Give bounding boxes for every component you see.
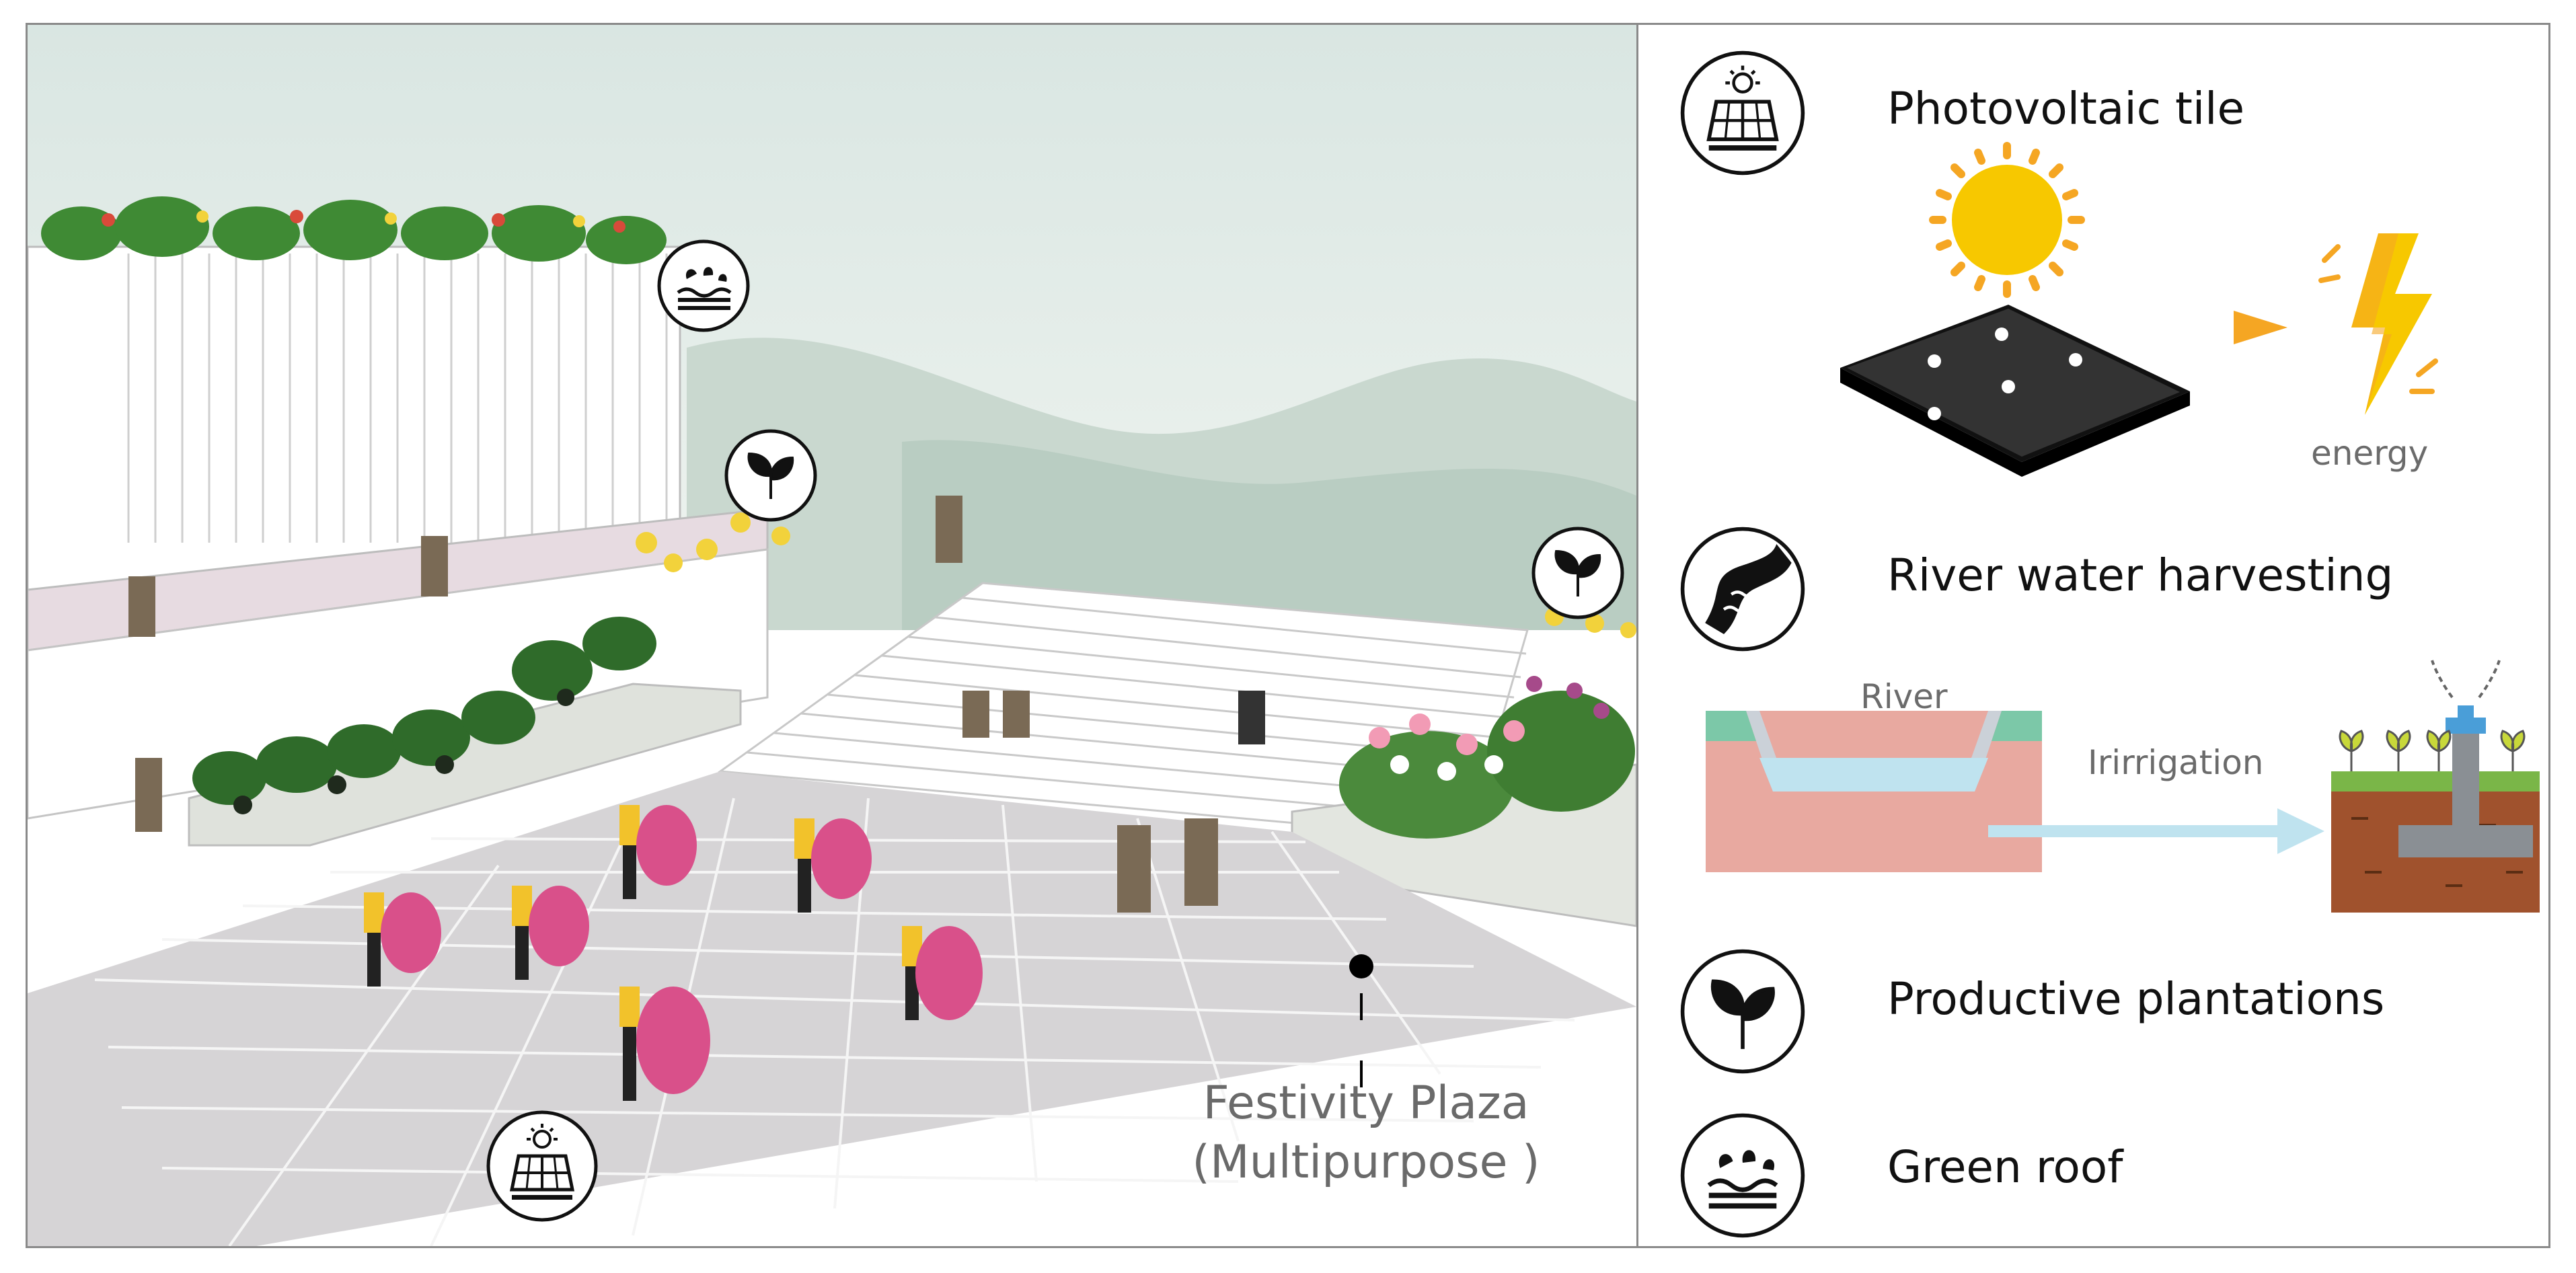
plaza-label-line2: (Multipurpose ): [1192, 1136, 1540, 1189]
plaza-illustration: [28, 25, 1636, 1246]
planter-plants: [192, 617, 656, 805]
river-label: River: [1860, 677, 1948, 716]
irrigation-arrow: [1988, 808, 2324, 854]
photovoltaic-diagram: [1840, 142, 2438, 477]
river-irrigation-diagram: [1706, 660, 2540, 913]
plaza-marker-dot: [1349, 954, 1373, 978]
infographic-frame: Festivity Plaza (Multipurpose ) Photovol…: [26, 23, 2550, 1248]
facade-slats: [127, 254, 668, 543]
right-flowers: [1339, 607, 1636, 839]
plaza-floor: [28, 771, 1636, 1246]
solar-panel-icon: [486, 1110, 598, 1222]
plaza-scene: Festivity Plaza (Multipurpose ): [28, 25, 1636, 1246]
sprout-icon: [1680, 949, 1805, 1074]
legend-label-plantations: Productive plantations: [1887, 973, 2385, 1025]
irrigation-label: Irirrigation: [2088, 743, 2264, 782]
sun-icon: [1929, 142, 2085, 298]
dancers: [364, 805, 983, 1101]
river-icon: [1680, 527, 1805, 652]
energy-label: energy: [2311, 434, 2429, 473]
people: [128, 496, 1218, 913]
green-roof-icon: [1680, 1113, 1805, 1238]
panel-divider: [1636, 25, 1638, 1246]
sprout-icon: [1531, 527, 1624, 619]
photovoltaic-tile: [1840, 305, 2190, 477]
solar-panel-icon: [1680, 50, 1805, 176]
sprout-icon: [724, 429, 817, 522]
legend-label-photovoltaic: Photovoltaic tile: [1887, 83, 2245, 134]
legend-label-river: River water harvesting: [1887, 549, 2394, 601]
legend-label-green-roof: Green roof: [1887, 1141, 2123, 1193]
yellow-flowers: [636, 512, 790, 572]
plaza-label-line1: Festivity Plaza: [1203, 1077, 1529, 1130]
green-roof-icon: [657, 239, 750, 332]
lightning-icon: [2318, 233, 2438, 415]
irrigated-field: [2331, 660, 2540, 913]
planter-terrace: [188, 683, 742, 847]
legend-panel: Photovoltaic tile: [1638, 25, 2548, 1246]
river-section: [1706, 711, 2042, 872]
plaza-label: Festivity Plaza (Multipurpose ): [1158, 1074, 1575, 1192]
amphitheater-stairs: [717, 582, 1529, 840]
energy-arrow: [2234, 311, 2287, 344]
